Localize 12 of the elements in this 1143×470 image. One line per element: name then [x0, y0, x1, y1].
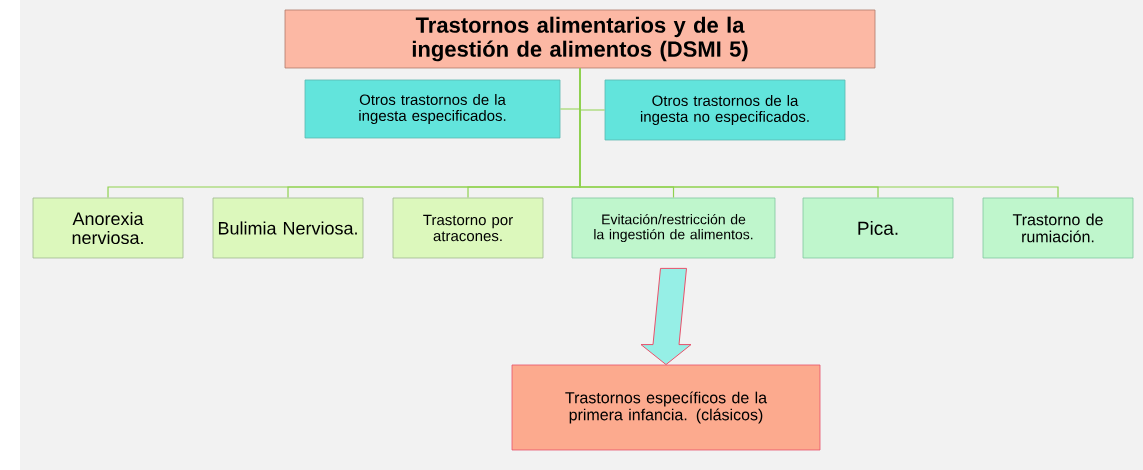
- category-box: Bulimia Nerviosa.: [212, 197, 364, 259]
- category-box: Otros trastornos de la ingesta especificados.: [304, 79, 561, 139]
- category-box: Otros trastornos de la ingesta no especificados.: [604, 79, 846, 141]
- category-box: Trastorno por atracones.: [392, 197, 544, 259]
- title-box: Trastornos alimentarios y de la ingestión de alimentos (DSMI 5): [284, 9, 876, 69]
- connector-line: [579, 67, 1059, 199]
- category-box: Trastorno de rumiación.: [982, 197, 1134, 259]
- category-box: Anorexia nerviosa.: [32, 197, 184, 259]
- result-box: Trastornos específicos de la primera infancia. (clásicos): [511, 364, 821, 451]
- category-box: Pica.: [802, 197, 954, 259]
- block-arrow: [640, 267, 692, 366]
- category-box: Evitación/restricción de la ingestión de alimentos.: [571, 197, 776, 259]
